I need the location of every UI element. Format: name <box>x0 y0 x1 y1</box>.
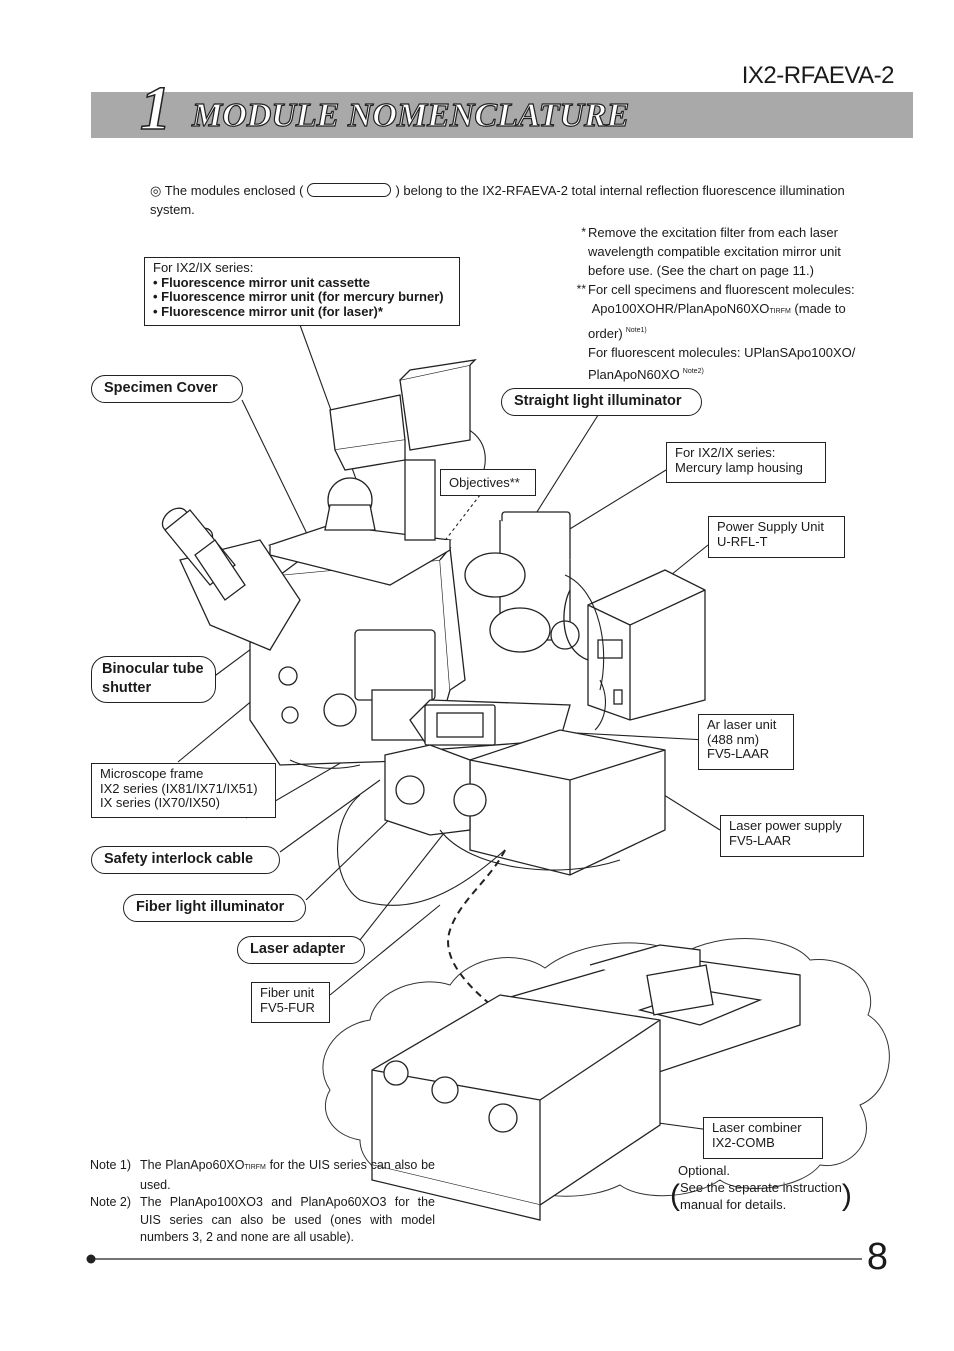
objectives-label: Objectives** <box>440 469 536 496</box>
power-supply-line-2: U-RFL-T <box>717 533 768 549</box>
laser-unit-drawing <box>384 699 666 876</box>
mercury-lamp-label: For IX2/IX series: Mercury lamp housing <box>666 442 826 483</box>
intro-text-before: The modules enclosed ( <box>164 183 304 198</box>
mercury-line-2: Mercury lamp housing <box>675 459 803 475</box>
frame-line-2: IX2 series (IX81/IX71/IX51) <box>100 780 258 796</box>
enclosure-symbol <box>307 183 392 197</box>
power-supply-label: Power Supply Unit U-RFL-T <box>708 516 845 558</box>
note1-ref: Note1) <box>625 327 647 334</box>
note2-ref: Note2) <box>682 368 704 375</box>
ar-laser-line-2: (488 nm) <box>707 731 760 747</box>
optional-line-1: Optional. <box>678 1163 731 1178</box>
cassette-item-3: • Fluorescence mirror unit (for laser)* <box>153 303 383 319</box>
page-number: 8 <box>866 1236 888 1278</box>
optional-line-2: See the separate instruction <box>680 1180 842 1195</box>
fiber-unit-label: Fiber unit FV5-FUR <box>251 982 330 1023</box>
power-supply-drawing <box>563 569 706 721</box>
laser-power-supply-label: Laser power supply FV5-LAAR <box>720 815 864 857</box>
specimen-cover-label: Specimen Cover <box>91 375 243 403</box>
chapter-title: MODULE NOMENCLATURE <box>191 96 630 134</box>
binocular-line-2: shutter <box>102 680 152 696</box>
frame-line-3: IX series (IX70/IX50) <box>100 795 220 810</box>
binocular-line-1: Binocular tube <box>102 661 204 677</box>
cassette-item-1: • Fluorescence mirror unit cassette <box>153 274 370 290</box>
note-mark-doublestar: ** <box>576 282 586 296</box>
laser-ps-line-2: FV5-LAAR <box>729 832 792 848</box>
ar-laser-label: Ar laser unit (488 nm) FV5-LAAR <box>698 714 794 770</box>
note1-body: The PlanApo60XOTIRFM for the UIS series … <box>140 1157 435 1194</box>
fiber-illuminator-label: Fiber light illuminator <box>123 894 306 922</box>
laser-adapter-label: Laser adapter <box>237 936 365 964</box>
power-supply-line-1: Power Supply Unit <box>717 519 824 534</box>
laser-combiner-drawing <box>371 944 801 1221</box>
chapter-number: 1 <box>139 75 172 143</box>
objectives-text: Objectives <box>449 475 510 490</box>
fiber-unit-line-2: FV5-FUR <box>260 999 315 1015</box>
optional-note: Optional. ( See the separate instruction… <box>670 1162 852 1213</box>
note-cell-line: For cell specimens and fluorescent molec… <box>588 282 855 297</box>
intro-paragraph: ◎ The modules enclosed () belong to the … <box>150 181 870 219</box>
model-name: IX2-RFAEVA-2 <box>741 62 895 89</box>
note-filter: Remove the excitation filter from each l… <box>588 225 841 278</box>
mercury-line-1: For IX2/IX series: <box>675 445 776 460</box>
chapter-bar <box>91 92 913 138</box>
intro-text-after: ) belong to the IX2-RFAEVA-2 total inter… <box>150 183 845 217</box>
side-notes: *Remove the excitation filter from each … <box>572 223 864 384</box>
optional-paren-right: ) <box>841 1179 852 1212</box>
note1-post: for the UIS series can also be used. <box>140 1158 435 1192</box>
footnotes: Note 1) The PlanApo60XOTIRFM for the UIS… <box>90 1157 435 1247</box>
microscope-drawing <box>161 359 580 766</box>
laser-ps-line-1: Laser power supply <box>729 818 842 833</box>
note1-key: Note 1) <box>90 1158 131 1172</box>
frame-line-1: Microscope frame <box>100 766 204 781</box>
ar-laser-line-1: Ar laser unit <box>707 717 777 732</box>
optional-line-3: manual for details. <box>680 1197 787 1212</box>
cassette-box-title: For IX2/IX series: <box>153 260 254 275</box>
combiner-line-1: Laser combiner <box>712 1120 802 1135</box>
binocular-shutter-label: Binocular tube shutter <box>91 656 216 703</box>
ar-laser-line-3: FV5-LAAR <box>707 746 770 761</box>
note1-pre: The PlanApo60XO <box>140 1158 245 1172</box>
cables <box>289 574 621 906</box>
optional-paren-left: ( <box>670 1179 680 1212</box>
cassette-box: For IX2/IX series: • Fluorescence mirror… <box>144 257 460 326</box>
footer-dot <box>86 1254 96 1264</box>
note-fluorescent: For fluorescent molecules: UPlanSApo100X… <box>588 345 856 382</box>
microscope-frame-label: Microscope frame IX2 series (IX81/IX71/I… <box>91 763 276 818</box>
objectives-mark: ** <box>509 475 520 490</box>
note-made-to-order: (made to order) <box>588 301 846 341</box>
fiber-cable-dashed <box>447 849 511 1021</box>
straight-illuminator-label: Straight light illuminator <box>501 388 702 416</box>
combiner-line-2: IX2-COMB <box>712 1134 775 1150</box>
note2-body: The PlanApo100XO3 and PlanApo60XO3 for t… <box>140 1195 435 1244</box>
note1-sub: TIRFM <box>244 1164 266 1171</box>
note-cell-objectives: Apo100XOHR/PlanApoN60XO <box>591 301 770 316</box>
double-circle-bullet-icon: ◎ <box>150 183 162 198</box>
cassette-item-2: • Fluorescence mirror unit (for mercury … <box>153 289 444 304</box>
note2-key: Note 2) <box>90 1195 131 1209</box>
fiber-unit-line-1: Fiber unit <box>260 985 315 1000</box>
note-mark-star: * <box>581 225 586 239</box>
note-cell-specimens: For cell specimens and fluorescent molec… <box>588 280 864 384</box>
laser-combiner-label: Laser combiner IX2-COMB <box>703 1117 823 1159</box>
note-cell-sub: TIRFM <box>769 308 791 315</box>
safety-interlock-label: Safety interlock cable <box>91 846 280 874</box>
